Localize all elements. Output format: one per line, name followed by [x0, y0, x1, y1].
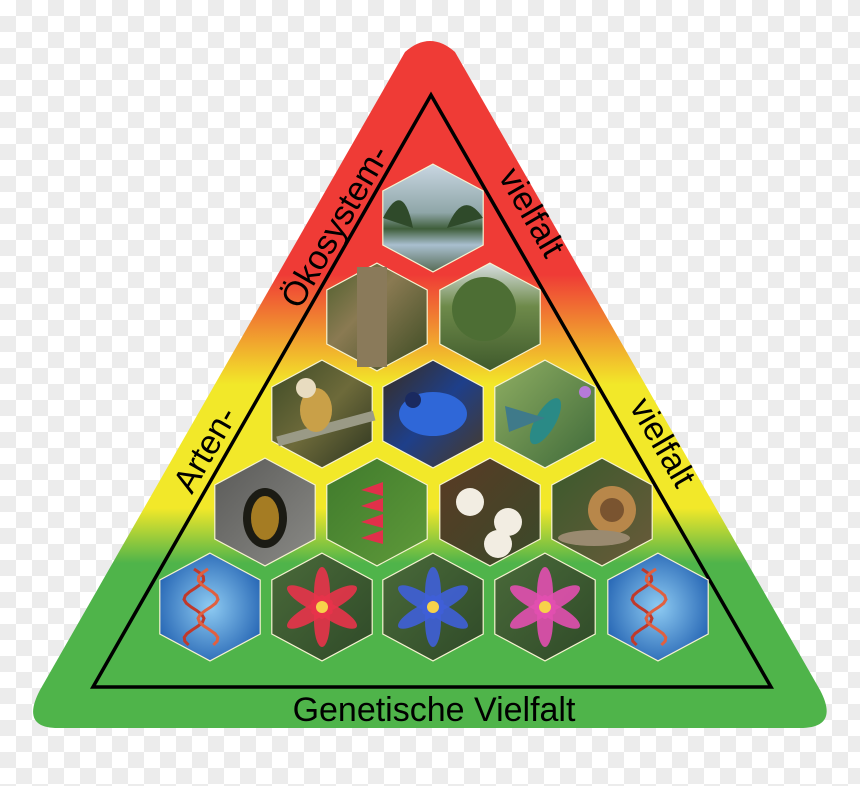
dna-helix-icon	[159, 552, 261, 662]
blue-frog-icon	[382, 359, 484, 469]
white-flower-icon	[439, 457, 541, 567]
genetic-label: Genetische Vielfalt	[293, 691, 576, 729]
dna-helix-icon	[607, 552, 709, 662]
tree-trunk-icon	[326, 262, 428, 372]
red-lily-icon	[271, 552, 373, 662]
squirrel-monkey-icon	[271, 359, 376, 469]
beetle-icon	[214, 457, 316, 567]
blue-lily-icon	[382, 552, 484, 662]
heliconia-icon	[326, 457, 428, 567]
photo-grid	[159, 163, 709, 662]
snail-icon	[551, 457, 653, 567]
hummingbird-icon	[494, 359, 596, 469]
river-forest-icon	[382, 163, 484, 273]
pyramid-inner-outline	[89, 91, 775, 689]
forest-canopy-icon	[439, 262, 541, 372]
pink-lily-icon	[494, 552, 596, 662]
